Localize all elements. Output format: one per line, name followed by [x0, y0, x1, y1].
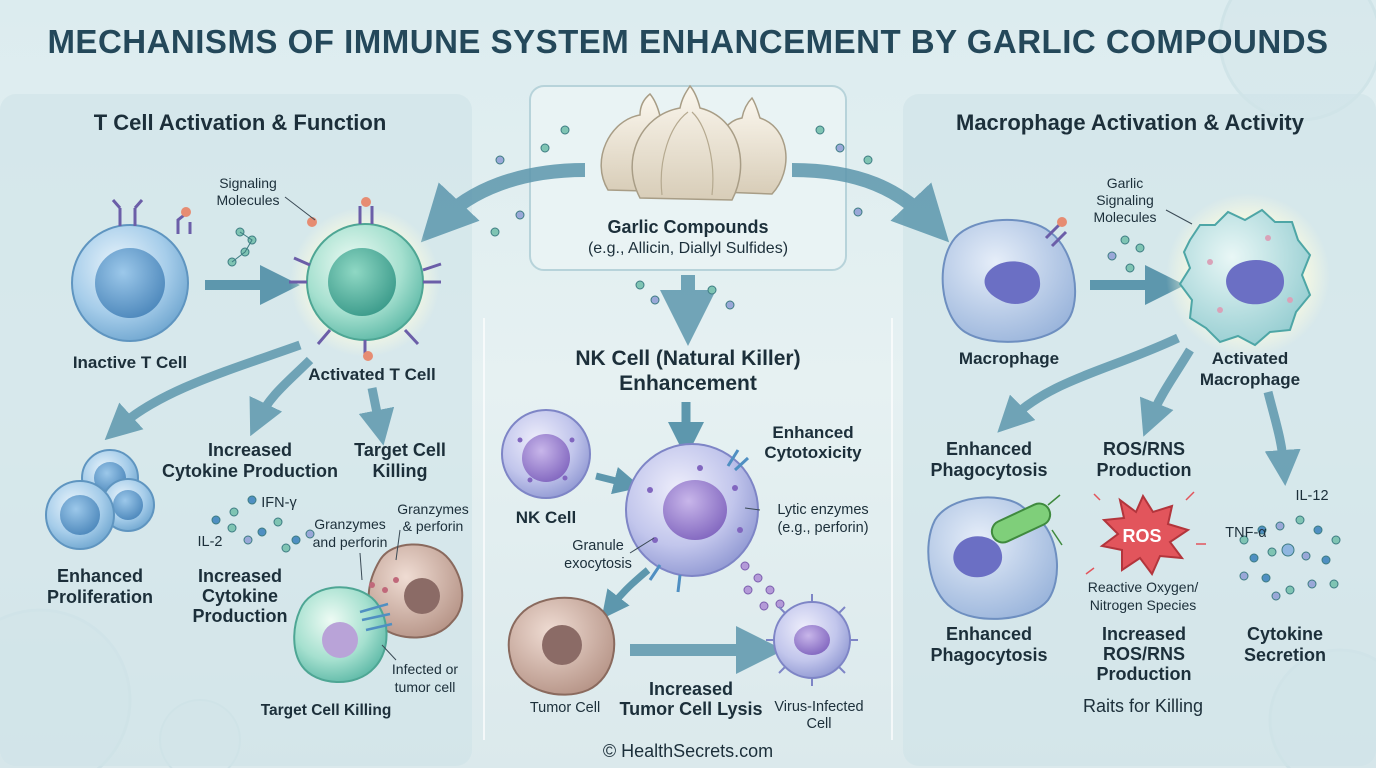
signaling-label-2: Molecules: [216, 192, 280, 208]
increased-cytokine-1: Increased: [207, 440, 293, 460]
arrow-cytokine-sec: [1263, 390, 1301, 486]
granzymes-amp-1: Granzymes: [397, 501, 469, 517]
virus-infected-cell: [766, 594, 858, 686]
virus-1: Virus-Infected: [774, 699, 864, 715]
ros-rns-2: Production: [1096, 460, 1192, 480]
garlic-icon: [600, 84, 787, 201]
inc-cyto-3: Production: [192, 606, 288, 626]
target-killing-label: Target Cell Killing: [260, 702, 392, 719]
page-title: MECHANISMS OF IMMUNE SYSTEM ENHANCEMENT …: [47, 23, 1329, 60]
inc-ros-1: Increased: [1101, 624, 1187, 644]
lytic-2: (e.g., perforin): [777, 520, 869, 536]
signaling-label-1: Signaling: [219, 175, 277, 191]
garlic-sig-1: Garlic: [1106, 175, 1144, 191]
macrophage-receptor: [1044, 217, 1068, 248]
arrow-to-proliferation: [104, 340, 302, 441]
macro-signal-dots: [1107, 235, 1145, 273]
ifn-label: IFN-γ: [261, 495, 297, 511]
cyto-sec-2: Secretion: [1243, 645, 1327, 665]
enhanced-prolif-2: Proliferation: [46, 587, 153, 607]
arrow-nk-activate: [595, 467, 642, 495]
ros-rns-1: ROS/RNS: [1102, 439, 1185, 459]
activated-nk-cell: [625, 443, 759, 593]
nk-heading-2: Enhancement: [619, 372, 757, 395]
receptor-pair: [176, 207, 192, 234]
nk-cell: [501, 409, 591, 499]
tumor-label: Tumor Cell: [529, 700, 601, 716]
tcell-heading: T Cell Activation & Function: [93, 110, 387, 135]
arrow-to-target: [358, 387, 395, 446]
activated-macrophage: [1166, 193, 1330, 357]
enhanced-prolif-1: Enhanced: [56, 566, 144, 586]
ros-burst: [1085, 491, 1206, 576]
inc-cyto-2: Cytokine: [201, 586, 279, 606]
arrow-to-macrophage: [791, 163, 950, 243]
enh-cyto-1: Enhanced: [772, 423, 854, 442]
target-killing-illustration: [293, 543, 464, 683]
enh-phago2-2: Phagocytosis: [930, 645, 1048, 665]
enh-phago2-1: Enhanced: [945, 624, 1033, 644]
granzymes-perforin-1: Granzymes: [314, 516, 386, 532]
garlic-sig-2: Signaling: [1096, 192, 1154, 208]
infected-1: Infected or: [391, 661, 459, 677]
proliferating-cells: [45, 449, 155, 550]
ros-badge-label: ROS: [1122, 526, 1162, 546]
activated-macro-2: Macrophage: [1199, 370, 1301, 389]
garlic-sublabel: (e.g., Allicin, Diallyl Sulfides): [587, 240, 789, 257]
granzymes-amp-2: & perforin: [402, 518, 464, 534]
lytic-1: Lytic enzymes: [777, 502, 869, 518]
virus-2: Cell: [806, 716, 832, 732]
target-cell-2: Killing: [372, 461, 428, 481]
footer-credit: © HealthSecrets.com: [602, 741, 774, 761]
inc-ros-3: Production: [1096, 664, 1192, 684]
il2-label: IL-2: [197, 534, 223, 550]
activated-tcell-label: Activated T Cell: [308, 365, 436, 384]
inc-cyto-1: Increased: [197, 566, 283, 586]
cytokine-secretion-dots: [1239, 515, 1341, 601]
ros-desc-2: Nitrogen Species: [1089, 597, 1197, 613]
enh-phago-2: Phagocytosis: [930, 460, 1048, 480]
enh-cyto-2: Cytotoxicity: [764, 443, 862, 462]
macrophage-cell: [941, 218, 1077, 343]
granzymes-perforin-2: and perforin: [312, 534, 388, 550]
arrow-to-tcell: [420, 163, 586, 243]
ros-desc-1: Reactive Oxygen/: [1087, 579, 1199, 595]
granule-2: exocytosis: [564, 556, 632, 572]
enh-phago-1: Enhanced: [945, 439, 1033, 459]
garlic-label: Garlic Compounds: [607, 217, 769, 237]
raits-label: Raits for Killing: [1082, 696, 1204, 716]
infected-2: tumor cell: [394, 679, 456, 695]
phagocytosis-illustration: [927, 494, 1063, 620]
arrow-to-cytokine: [249, 356, 314, 437]
macrophage-label: Macrophage: [958, 349, 1060, 368]
cyto-sec-1: Cytokine: [1246, 624, 1324, 644]
inactive-tcell-label: Inactive T Cell: [72, 353, 188, 372]
lysis-1: Increased: [648, 679, 734, 699]
compound-dots: [490, 125, 873, 310]
tumor-cell: [507, 596, 616, 696]
pointer-lines: [284, 196, 1193, 661]
inactive-t-cell: [71, 199, 189, 342]
il12-label: IL-12: [1295, 488, 1329, 504]
tnf-label: TNF-α: [1225, 525, 1267, 541]
arrow-phago: [997, 333, 1180, 433]
arrow-ros: [1139, 347, 1194, 437]
arrow-nk-tumor: [601, 567, 651, 620]
garlic-sig-3: Molecules: [1093, 209, 1157, 225]
activated-t-cell: [289, 197, 442, 361]
inc-ros-2: ROS/RNS: [1102, 644, 1185, 664]
signaling-molecules: [227, 227, 257, 267]
granule-1: Granule: [572, 538, 624, 554]
target-cell-1: Target Cell: [354, 440, 446, 460]
lysis-2: Tumor Cell Lysis: [619, 699, 763, 719]
cytokine-dots: [211, 495, 315, 553]
nk-heading-1: NK Cell (Natural Killer): [575, 347, 801, 370]
macro-heading: Macrophage Activation & Activity: [956, 110, 1304, 135]
increased-cytokine-2: Cytokine Production: [161, 461, 338, 481]
activated-macro-1: Activated: [1211, 349, 1289, 368]
nk-cell-label: NK Cell: [515, 508, 577, 527]
